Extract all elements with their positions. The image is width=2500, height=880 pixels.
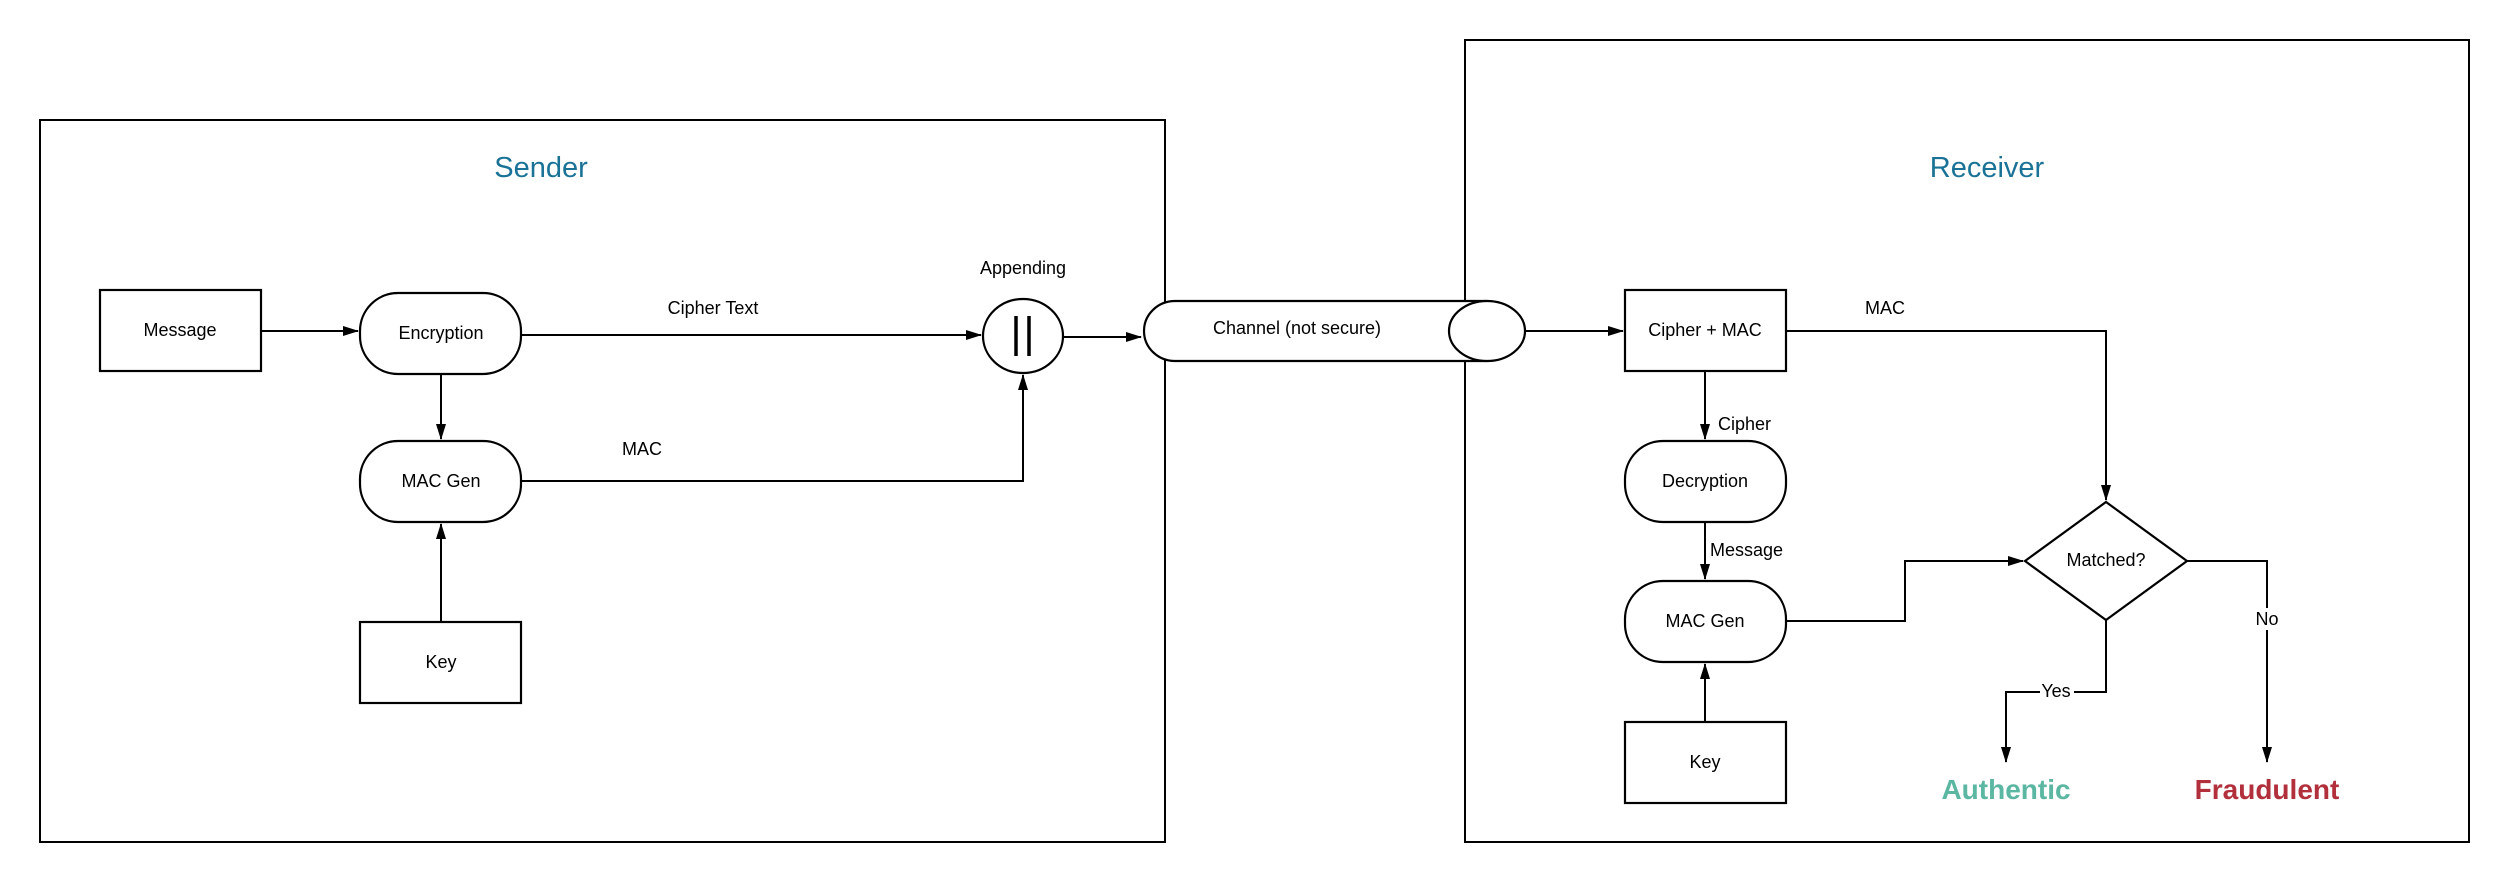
encryption-process-label: Encryption [398, 323, 483, 343]
receiver-title: Receiver [1930, 152, 2045, 184]
edge-mac-gen-to-decision [1786, 556, 2024, 622]
decryption-label: Decryption [1662, 471, 1748, 491]
sender-key-label: Key [425, 652, 456, 672]
sender-key-box [358, 620, 523, 705]
matched-decision-label: Matched? [2066, 550, 2145, 570]
receiver-section: Receiver [1464, 39, 2470, 843]
edge-decision-no [2187, 560, 2272, 763]
channel-label: Channel (not secure) [1213, 318, 1381, 338]
sender-title: Sender [494, 152, 588, 184]
channel-end-cap [1447, 299, 1527, 363]
receiver-nodes: Cipher + MAC Decryption MAC Gen Key Matc… [1623, 288, 2340, 805]
edge-cipher-mac-to-decision [1786, 330, 2111, 501]
appending-junction [981, 297, 1065, 375]
authentic-result: Authentic [1941, 774, 2070, 805]
receiver-key-label: Key [1689, 752, 1720, 772]
no-edge-label: No [2255, 609, 2278, 629]
message-box [98, 288, 263, 373]
yes-edge-label: Yes [2041, 681, 2070, 701]
receiver-key-box [1623, 720, 1788, 805]
receiver-mac-edge-label: MAC [1865, 298, 1905, 318]
edge-mac-gen-to-append [521, 374, 1028, 482]
cipher-mac-label: Cipher + MAC [1648, 320, 1762, 340]
receiver-mac-gen-label: MAC Gen [1665, 611, 1744, 631]
channel: Channel (not secure) [1142, 299, 1527, 363]
sender-section: Sender Message Encryption MAC Gen Key Ap… [39, 119, 1166, 843]
no-label-bg [2252, 608, 2282, 630]
yes-label-bg [2040, 680, 2074, 702]
cipher-edge-label: Cipher [1718, 414, 1771, 434]
cipher-mac-box [1623, 288, 1788, 373]
receiver-edges: MAC Cipher Message Yes No [1525, 298, 2282, 763]
sender-mac-gen-label: MAC Gen [401, 471, 480, 491]
receiver-frame [1464, 39, 2470, 843]
cipher-text-edge-label: Cipher Text [668, 298, 759, 318]
message-edge-label: Message [1710, 540, 1783, 560]
fraudulent-result: Fraudulent [2195, 774, 2340, 805]
appending-label: Appending [980, 258, 1066, 278]
message-box-label: Message [143, 320, 216, 340]
sender-mac-edge-label: MAC [622, 439, 662, 459]
